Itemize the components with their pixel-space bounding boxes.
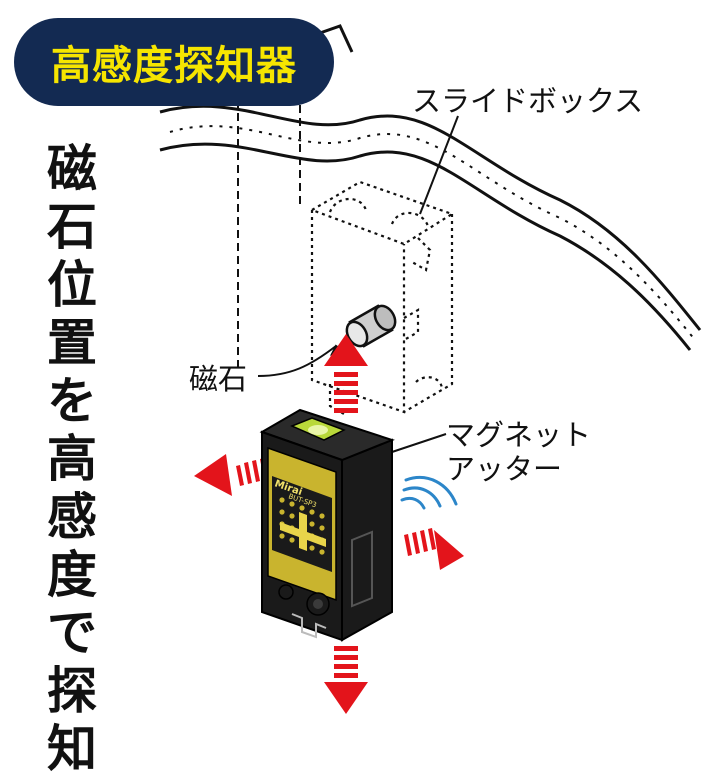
arrow-up-icon (324, 334, 368, 413)
wall-strip (159, 24, 702, 370)
diagram-stage: Mirai BUT-SP3 高感度探知器 磁 石 位 置 を 高 感 度 で 探… (14, 18, 702, 778)
arrow-left-icon (194, 454, 268, 496)
label-device: マグネット アッター (446, 418, 591, 486)
device-icon (259, 408, 395, 642)
vertical-char: 度 (47, 546, 97, 604)
vertical-char: で (47, 604, 97, 662)
badge-title: 高感度探知器 (51, 43, 297, 89)
vertical-char: 石 (47, 198, 97, 256)
label-slide-box: スライドボックス (412, 84, 644, 118)
arrow-right-icon (404, 528, 464, 570)
magnet-icon (345, 304, 397, 348)
title-badge: 高感度探知器 (14, 18, 334, 106)
vertical-char: 感 (47, 488, 97, 546)
vertical-char: 高 (47, 430, 97, 488)
vertical-char: 知 (47, 720, 97, 778)
signal-wave-icon (400, 476, 458, 510)
label-magnet: 磁石 (189, 362, 248, 396)
vertical-char: 磁 (47, 140, 97, 198)
arrow-down-icon (324, 646, 368, 714)
illustration: Mirai BUT-SP3 (159, 24, 702, 714)
vertical-char: を (47, 372, 97, 430)
vertical-char: 位 (47, 256, 97, 314)
slide-box-icon (309, 180, 455, 415)
vertical-char: 置 (47, 314, 97, 372)
vertical-caption: 磁 石 位 置 を 高 感 度 で 探 知 (38, 140, 106, 778)
label-device-line2: アッター (446, 452, 563, 486)
vertical-char: 探 (47, 662, 97, 720)
label-device-line1: マグネット (446, 418, 592, 452)
